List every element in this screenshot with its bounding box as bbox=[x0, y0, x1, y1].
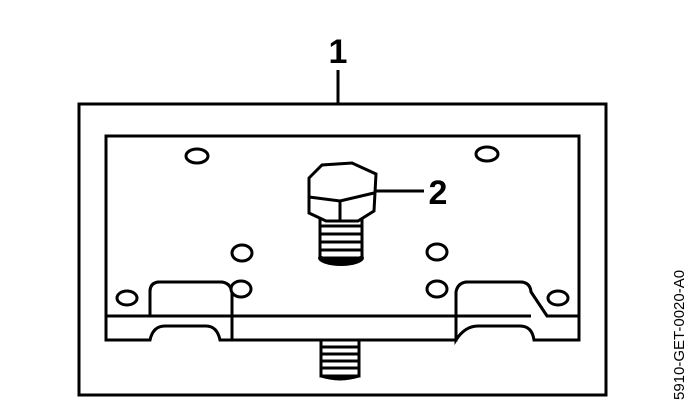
reference-code: 5910-GET-0020-A0 bbox=[671, 270, 688, 400]
callout-2-label: 2 bbox=[429, 174, 448, 212]
lower-thread bbox=[319, 338, 361, 381]
plate-holes bbox=[115, 145, 570, 307]
bolt-head bbox=[307, 161, 378, 223]
plate-front-face bbox=[104, 280, 581, 346]
callout-1-label: 1 bbox=[329, 33, 348, 71]
hex-bolt bbox=[307, 161, 378, 266]
